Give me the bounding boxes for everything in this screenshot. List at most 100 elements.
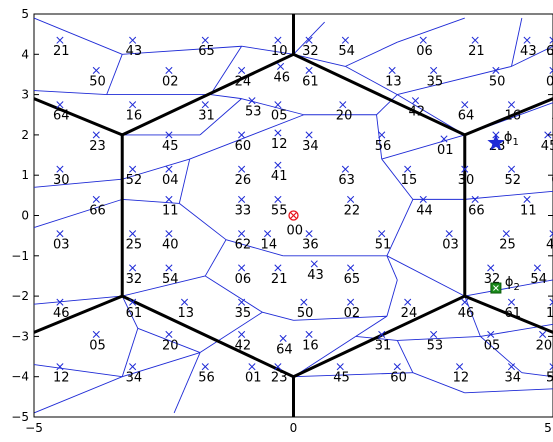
x-marker bbox=[378, 131, 386, 139]
x-marker bbox=[471, 36, 479, 44]
x-marker bbox=[56, 363, 64, 371]
point: 55 bbox=[271, 195, 287, 218]
cell-edge bbox=[33, 178, 123, 188]
point: 50 bbox=[89, 66, 106, 89]
cell-edge bbox=[178, 158, 191, 204]
x-marker bbox=[238, 131, 246, 139]
point: 31 bbox=[375, 330, 392, 353]
x-marker bbox=[549, 69, 553, 75]
point: 10 bbox=[271, 36, 287, 59]
point: 52 bbox=[126, 165, 142, 188]
point-label: 04 bbox=[162, 173, 179, 188]
cell-edge bbox=[381, 158, 414, 200]
point-label: 35 bbox=[427, 74, 444, 89]
point-label: 25 bbox=[499, 238, 516, 253]
point: 35 bbox=[235, 298, 251, 321]
x-marker bbox=[430, 330, 438, 338]
point-label: 03 bbox=[442, 238, 459, 253]
point: 04 bbox=[162, 165, 179, 188]
y-tick-label: 0 bbox=[21, 209, 29, 223]
x-marker bbox=[549, 363, 553, 368]
cell-edge bbox=[33, 295, 123, 305]
point-label: 14 bbox=[261, 238, 278, 253]
point: 64 bbox=[53, 101, 69, 124]
x-marker bbox=[492, 66, 500, 75]
voronoi-cells bbox=[33, 17, 553, 414]
x-marker bbox=[56, 36, 64, 44]
point: 24 bbox=[235, 66, 251, 89]
point-label: 65 bbox=[546, 44, 553, 59]
x-marker bbox=[347, 264, 355, 272]
point: 51 bbox=[375, 230, 391, 253]
point: 12 bbox=[53, 363, 69, 386]
cell-edge bbox=[179, 203, 227, 241]
point: 16 bbox=[504, 101, 521, 124]
x-marker bbox=[165, 165, 173, 173]
point-label: 56 bbox=[375, 139, 392, 154]
point: 03 bbox=[53, 230, 69, 253]
point-label: 31 bbox=[198, 109, 215, 124]
x-marker bbox=[129, 101, 137, 109]
point-label: 05 bbox=[484, 338, 501, 353]
x-marker bbox=[129, 165, 137, 173]
cell-edge bbox=[464, 388, 553, 394]
x-marker bbox=[92, 131, 100, 139]
point-label: 20 bbox=[336, 109, 353, 124]
point-label: 13 bbox=[546, 306, 553, 321]
point-label: 36 bbox=[302, 238, 319, 253]
point-label: 33 bbox=[235, 203, 252, 218]
y-tick-label: 1 bbox=[21, 168, 29, 182]
point: 01 bbox=[437, 135, 454, 158]
x-marker bbox=[274, 161, 282, 169]
x-marker bbox=[411, 97, 420, 105]
point-label: 05 bbox=[271, 109, 288, 124]
point-label: 41 bbox=[271, 169, 288, 184]
cell-edge bbox=[386, 255, 398, 281]
point: 05 bbox=[271, 101, 288, 124]
point-label: 23 bbox=[89, 139, 106, 154]
x-marker bbox=[378, 330, 386, 338]
x-marker bbox=[263, 230, 272, 238]
cell-edge bbox=[210, 45, 242, 95]
point: 32 bbox=[302, 36, 319, 59]
cell-edge bbox=[204, 239, 227, 277]
point-label: 66 bbox=[468, 203, 485, 218]
point: 60 bbox=[235, 131, 251, 154]
point-label: 16 bbox=[302, 338, 319, 353]
x-tick-label: 0 bbox=[290, 421, 298, 435]
hexagon-spoke bbox=[33, 97, 123, 137]
point: 42 bbox=[235, 330, 251, 353]
x-marker bbox=[274, 129, 282, 137]
point: 21 bbox=[53, 36, 69, 59]
x-marker bbox=[305, 131, 313, 139]
x-marker bbox=[502, 230, 510, 238]
y-tick-label: −2 bbox=[11, 289, 29, 303]
x-marker bbox=[507, 363, 516, 371]
point: 20 bbox=[336, 101, 353, 124]
point: 22 bbox=[344, 195, 360, 218]
point-label: 65 bbox=[198, 44, 215, 59]
x-marker bbox=[165, 330, 173, 338]
x-marker bbox=[238, 66, 246, 75]
x-marker bbox=[487, 264, 495, 272]
point-label: 46 bbox=[458, 306, 475, 321]
point-label: 31 bbox=[375, 338, 392, 353]
point: 65 bbox=[546, 36, 553, 59]
cell-edge bbox=[106, 54, 123, 95]
point-label: 40 bbox=[162, 238, 179, 253]
x-marker bbox=[544, 131, 552, 139]
point-label: 12 bbox=[271, 137, 288, 152]
cell-edge bbox=[33, 198, 123, 229]
x-marker bbox=[461, 165, 469, 173]
cell-edge bbox=[293, 21, 325, 55]
point-label: 21 bbox=[468, 44, 485, 59]
point: 43 bbox=[126, 36, 142, 59]
cell-edge bbox=[137, 327, 201, 353]
point-label: 26 bbox=[235, 173, 252, 188]
point-label: 02 bbox=[344, 306, 361, 321]
phi-subscript: 2 bbox=[513, 282, 519, 293]
point-label: 65 bbox=[344, 272, 361, 287]
cell-edge bbox=[33, 376, 123, 414]
cell-edge bbox=[122, 352, 201, 378]
